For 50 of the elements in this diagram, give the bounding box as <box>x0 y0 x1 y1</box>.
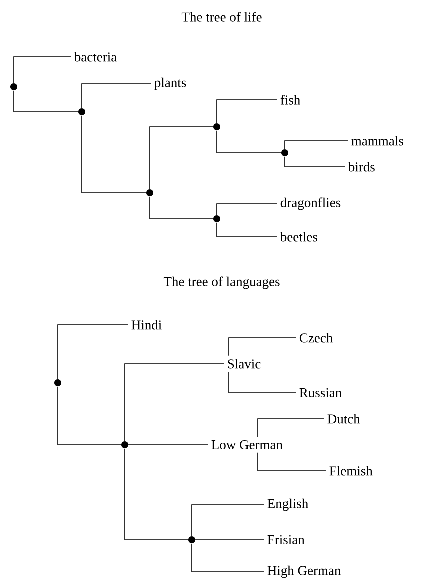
branch-line <box>82 84 152 108</box>
leaf-label: mammals <box>352 136 404 146</box>
branch-line <box>284 156 346 168</box>
leaf-label: dragonflies <box>280 198 341 210</box>
branch-dot <box>214 216 220 222</box>
branch-line <box>228 372 296 394</box>
branch-line <box>228 338 296 356</box>
branch-dot <box>78 108 86 116</box>
branch-line <box>150 126 214 190</box>
heading: The tree of life <box>182 12 262 22</box>
branch-line <box>14 56 72 84</box>
leaf-label: High German <box>268 566 342 578</box>
branch-line <box>216 222 278 238</box>
leaf-label: birds <box>348 162 375 172</box>
branch-line <box>258 418 324 438</box>
leaf-label: Dutch <box>328 414 360 424</box>
leaf-label: fish <box>280 95 300 105</box>
branch-line <box>124 364 224 442</box>
branch-line <box>82 116 146 194</box>
leaf-label: Hindi <box>132 320 162 330</box>
leaf-label: Flemish <box>330 466 373 476</box>
branch-line <box>14 90 78 112</box>
branch-dot <box>214 124 220 130</box>
leaf-label: Czech <box>300 333 333 343</box>
branch-line <box>192 544 264 572</box>
branch-dot <box>282 150 288 156</box>
branch-line <box>124 448 188 540</box>
leaf-label: Low German <box>212 440 283 450</box>
heading: The tree of languages <box>164 276 280 290</box>
leaf-label: plants <box>154 78 186 90</box>
branch-dot <box>188 536 196 544</box>
leaf-label: Slavic <box>228 359 261 369</box>
branch-line <box>216 130 282 154</box>
branch-line <box>192 504 264 536</box>
branch-line <box>258 452 326 472</box>
branch-line <box>216 204 278 216</box>
leaf-label: bacteria <box>74 52 117 62</box>
leaf-label: Frisian <box>268 535 305 545</box>
branch-line <box>216 100 278 124</box>
branch-dot <box>54 380 62 386</box>
branch-dot <box>10 84 18 90</box>
branch-dot <box>122 442 128 448</box>
branch-line <box>150 196 214 220</box>
branch-dot <box>146 190 154 196</box>
leaf-label: Russian <box>300 388 342 398</box>
branch-line <box>58 386 122 446</box>
leaf-label: beetles <box>280 232 318 242</box>
branch-line <box>58 324 128 380</box>
leaf-label: English <box>268 498 308 512</box>
branch-line <box>284 140 348 150</box>
